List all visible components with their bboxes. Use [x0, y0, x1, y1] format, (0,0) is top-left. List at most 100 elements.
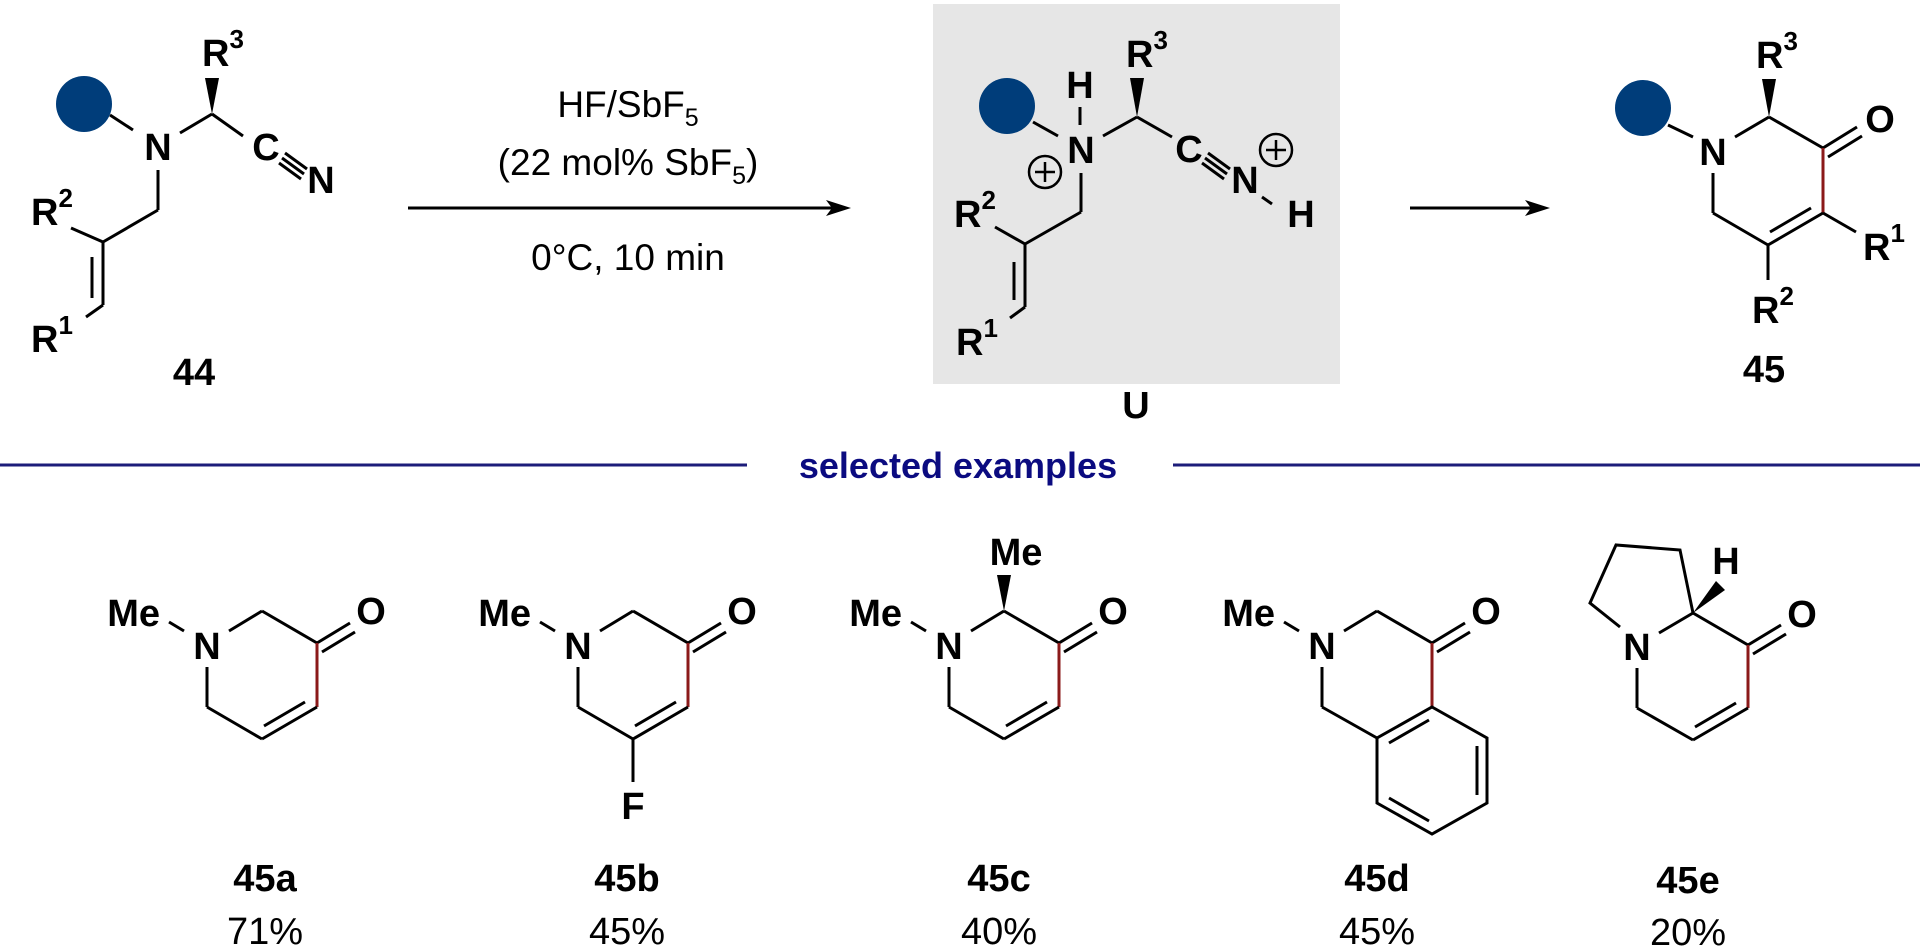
atom-n: N — [1623, 627, 1650, 669]
reaction-arrow-1 — [408, 200, 851, 216]
yield: 45% — [1339, 911, 1415, 950]
bond — [1822, 125, 1858, 150]
ring-bonds — [205, 609, 357, 709]
bond — [1827, 134, 1863, 159]
bond — [1768, 115, 1824, 150]
compound-label: 45d — [1344, 858, 1409, 900]
bond — [70, 226, 104, 244]
bond — [994, 225, 1026, 246]
bond — [179, 112, 213, 135]
positive-charge-icon — [1027, 154, 1063, 190]
r3-label: R3 — [1756, 26, 1798, 77]
starting-material-44: N R3 C N R2 R1 44 — [31, 24, 335, 394]
compound-label: 45e — [1656, 860, 1719, 902]
triple-bond — [278, 151, 308, 181]
example-45c: Me N Me O 45c 40% — [849, 532, 1128, 950]
atom-n: N — [1699, 132, 1726, 174]
bond — [1102, 115, 1138, 138]
arrowhead-icon — [1525, 200, 1550, 216]
compound-label-45: 45 — [1743, 349, 1785, 391]
yield: 45% — [589, 911, 665, 950]
triple-bond — [1201, 151, 1231, 181]
benzene-ring — [1375, 705, 1489, 836]
yield: 40% — [961, 911, 1037, 950]
r1-label: R1 — [1863, 218, 1905, 269]
yield: 20% — [1650, 912, 1726, 950]
positive-charge-icon — [1258, 132, 1294, 168]
r3-label: R3 — [1126, 25, 1168, 76]
atom-n-nitrile: N — [307, 160, 334, 202]
wedge-bond — [1693, 581, 1725, 613]
compound-label-U: U — [1122, 385, 1149, 427]
intermediate-U: H N R3 C N H R2 R1 U — [933, 4, 1340, 427]
section-title: selected examples — [799, 445, 1117, 486]
bond — [211, 112, 244, 138]
wedge-bond — [1130, 78, 1144, 117]
arrowhead-icon — [826, 200, 851, 216]
compound-label: 45c — [967, 858, 1030, 900]
substituent-circle-icon — [1615, 80, 1671, 136]
conditions-temp-time: 0°C, 10 min — [531, 237, 725, 278]
atom-o: O — [356, 591, 386, 633]
atom-h: H — [1712, 541, 1739, 583]
section-divider: selected examples — [0, 445, 1920, 486]
conditions-loading: (22 mol% SbF5) — [498, 142, 759, 190]
atom-n-nitrilium: N — [1231, 160, 1258, 202]
compound-label: 45b — [594, 858, 659, 900]
methyl-label: Me — [478, 593, 531, 635]
example-45e: N H O 45e 20% — [1588, 541, 1817, 950]
atom-o: O — [727, 591, 757, 633]
substituent-circle-icon — [56, 76, 112, 132]
r1-label: R1 — [956, 313, 998, 364]
conditions-reagent: HF/SbF5 — [557, 84, 698, 132]
r1-label: R1 — [31, 310, 73, 361]
atom-n: N — [564, 626, 591, 668]
bond — [1009, 305, 1026, 320]
bond — [1136, 115, 1173, 139]
atom-o: O — [1471, 591, 1501, 633]
example-45d: Me N O 45d 45% — [1222, 591, 1501, 950]
compound-label: 45a — [233, 858, 297, 900]
example-45b: Me N F O 45b 45% — [478, 591, 757, 950]
reaction-arrow-2 — [1410, 200, 1550, 216]
bond — [1024, 210, 1082, 246]
r2-label: R2 — [31, 183, 73, 234]
methyl-label: Me — [107, 593, 160, 635]
atom-n: N — [193, 626, 220, 668]
bond — [1822, 211, 1857, 234]
bond — [102, 208, 159, 244]
atom-c: C — [1175, 129, 1202, 171]
r2-label: R2 — [1752, 281, 1794, 332]
atom-n: N — [144, 127, 171, 169]
pyrrolidine-ring — [1588, 543, 1695, 629]
atom-o: O — [1865, 99, 1895, 141]
yield: 71% — [227, 911, 303, 950]
wedge-bond — [1762, 79, 1776, 117]
bond — [109, 113, 134, 132]
wedge-bond — [997, 575, 1011, 611]
example-45a: Me N O 45a 71% — [107, 591, 386, 950]
methyl-label: Me — [849, 593, 902, 635]
atom-o: O — [1098, 591, 1128, 633]
bond — [1769, 206, 1812, 234]
bond — [1767, 211, 1824, 247]
atom-h-nitrilium: H — [1287, 194, 1314, 236]
bond — [1667, 123, 1694, 139]
bond — [85, 303, 104, 319]
ring-bonds — [576, 609, 728, 709]
ring-bonds — [947, 609, 1099, 709]
atom-n-ammonium: N — [1067, 130, 1094, 172]
ring-bonds — [1320, 609, 1472, 709]
substituent-circle-icon — [979, 78, 1035, 134]
product-45: N R3 O R1 R2 45 — [1615, 26, 1905, 391]
intermediate-box — [933, 4, 1340, 384]
atom-o: O — [1787, 594, 1817, 636]
atom-n: N — [935, 626, 962, 668]
compound-label-44: 44 — [173, 352, 215, 394]
atom-f: F — [621, 786, 644, 828]
r2-label: R2 — [954, 185, 996, 236]
bond — [1032, 120, 1059, 138]
atom-h-amine: H — [1066, 65, 1093, 107]
methyl-label-stereo: Me — [990, 532, 1043, 574]
